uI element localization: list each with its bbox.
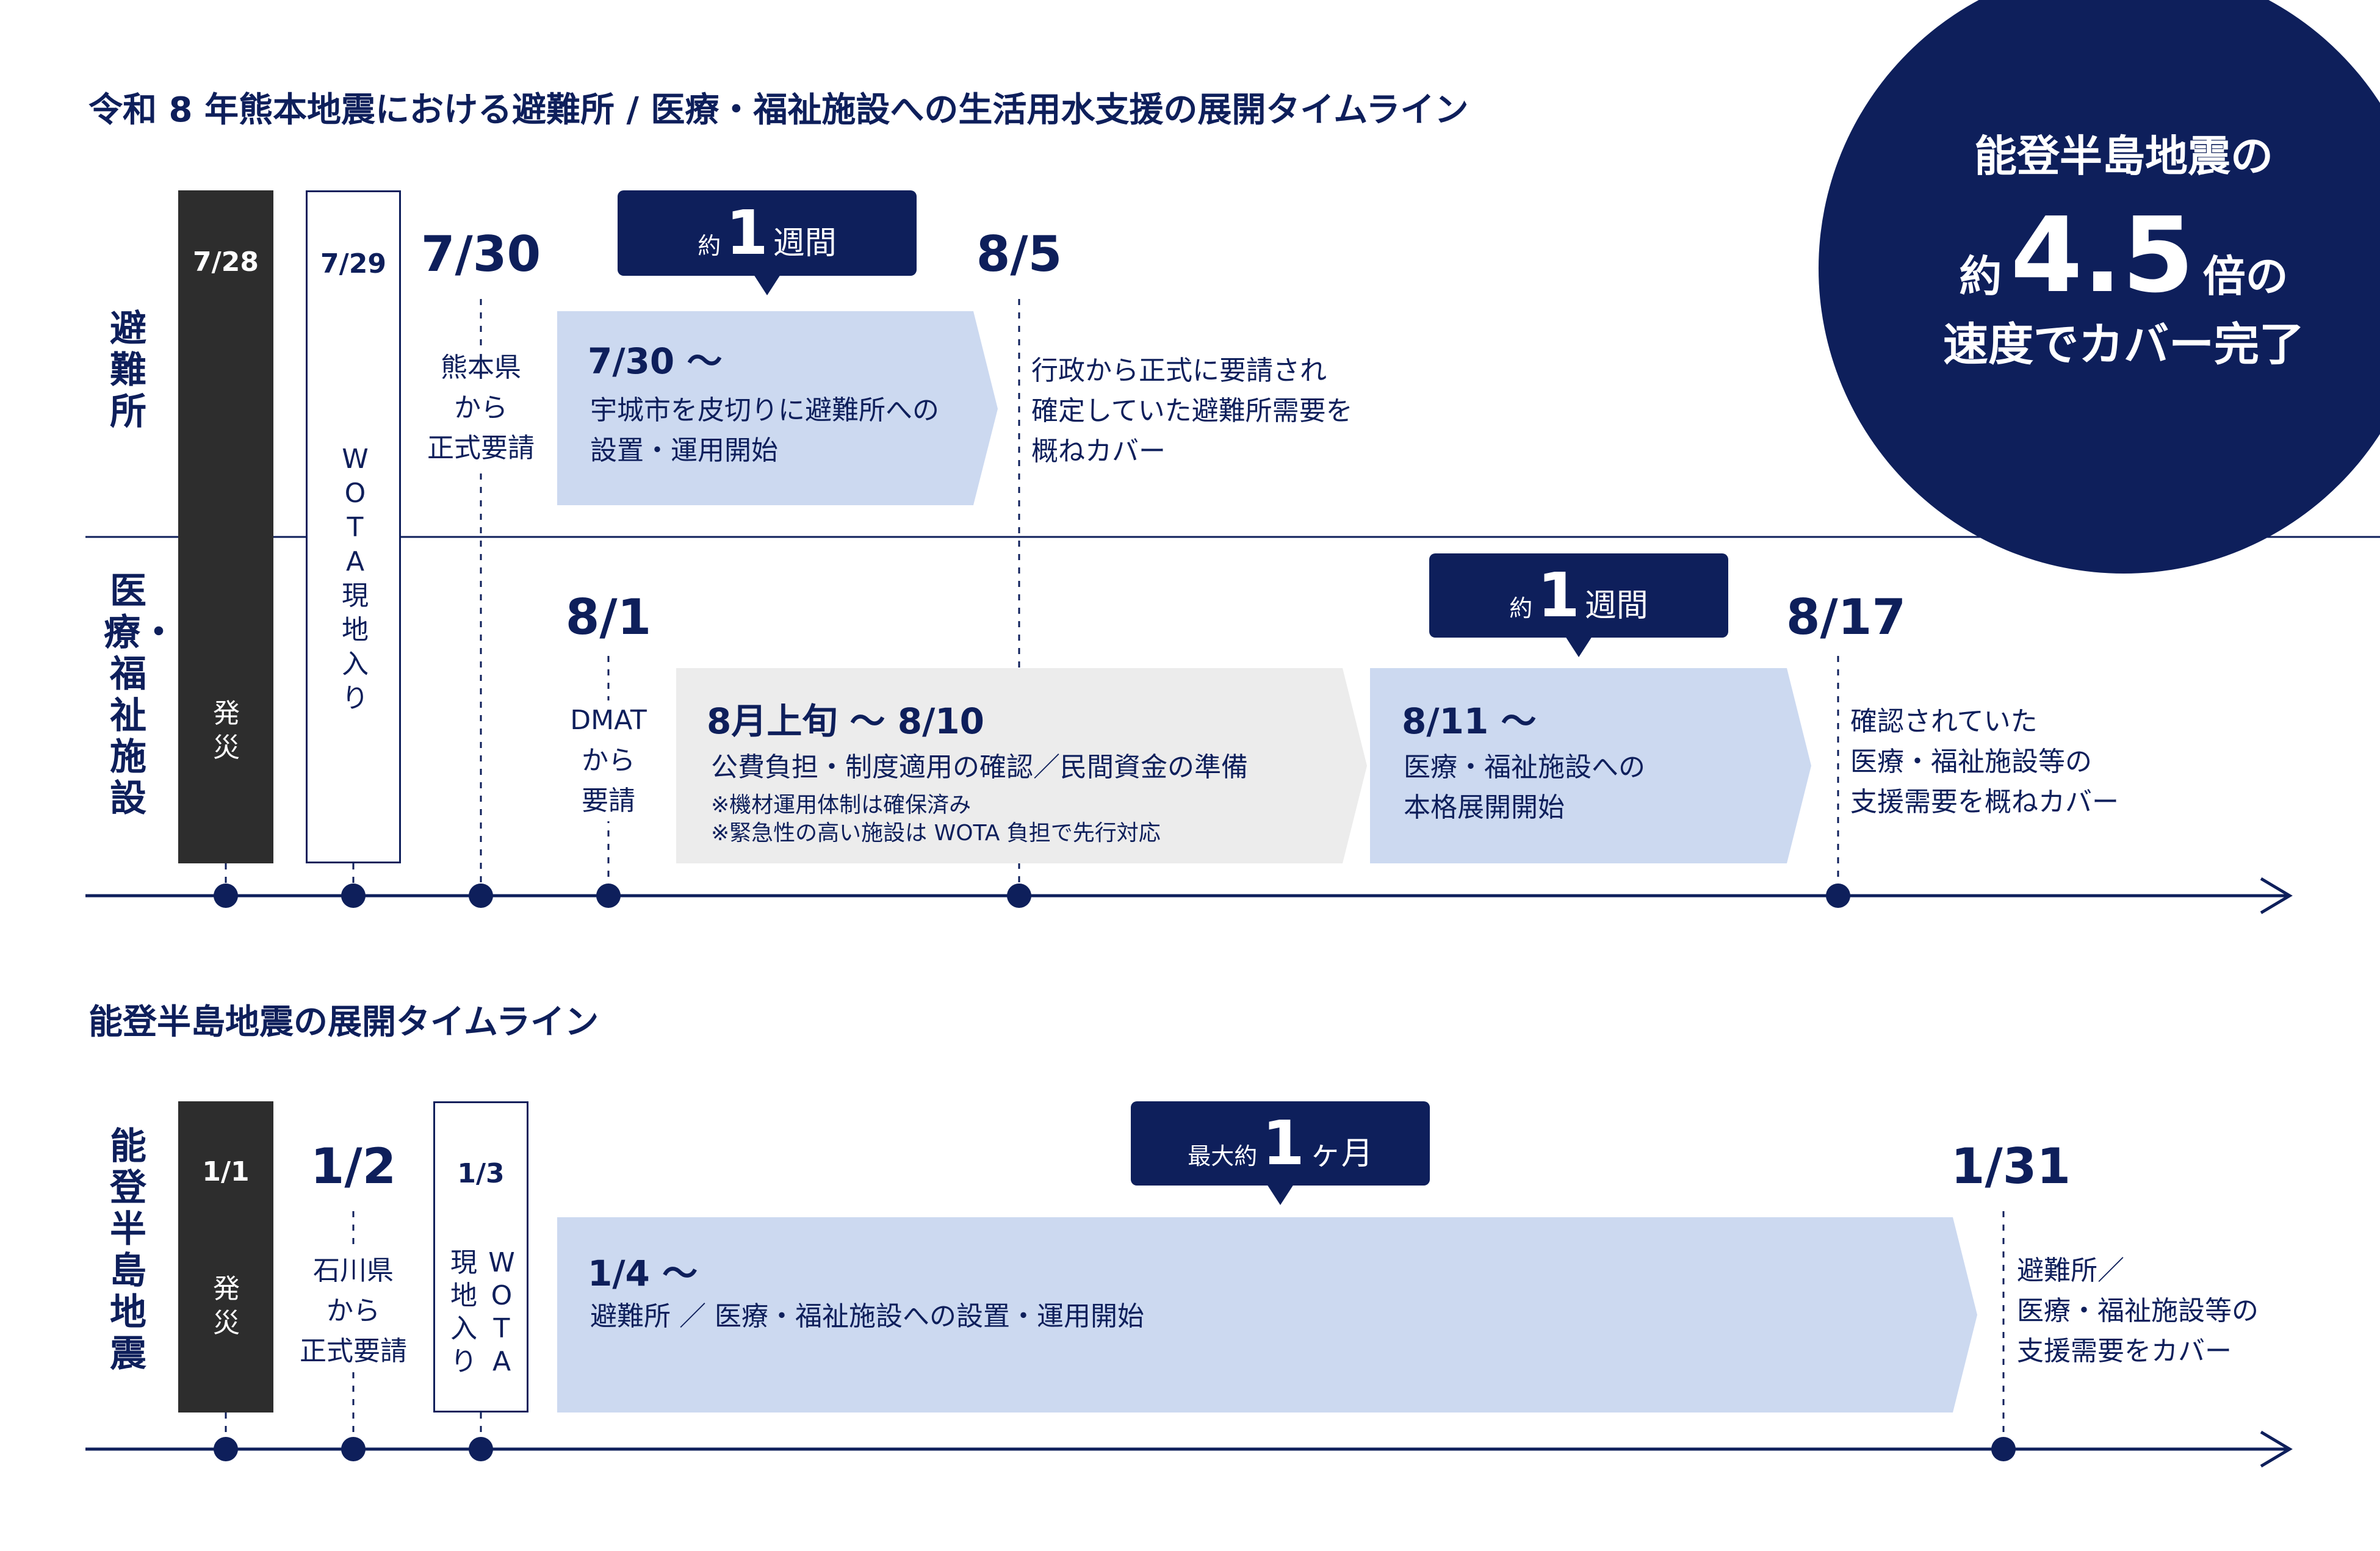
circle-num: 4.5 [2010,195,2194,316]
bar-0101-text: 発災 [213,1273,240,1339]
gray-box-title: 8月上旬 〜 8/10 [707,700,984,742]
callout-noto-num: 1 [1262,1107,1305,1179]
circle-line1: 能登半島地震の [1974,131,2273,181]
callout-noto-pre: 最大約 [1188,1143,1258,1170]
date-0817: 8/17 [1786,589,1906,646]
bar-0103-col2: 現地入り [450,1247,477,1377]
noto-title: 能登半島地震の展開タイムライン [88,1002,599,1042]
dot-0729 [341,883,366,908]
arrow-head-top [2260,877,2293,915]
bar-0101-date: 1/1 [202,1156,250,1187]
date-0805: 8/5 [976,226,1062,282]
row-label-shelter: 避難所 [110,308,146,433]
note-0102: 石川県 から 正式要請 [287,1251,419,1372]
gray-box-text: 公費負担・制度適用の確認／民間資金の準備 [711,752,1248,783]
row-label-noto: 能登半島地震 [110,1125,146,1375]
gray-box-note: ※機材運用体制は確保済み ※緊急性の高い施設は WOTA 負担で先行対応 [711,793,1161,846]
callout-noto-post: ヶ月 [1309,1135,1373,1172]
callout-medical-num: 1 [1537,560,1580,631]
medical-box-shape [1370,668,1811,863]
date-0730: 7/30 [420,226,541,282]
note-0801: DMAT から 要請 [560,700,657,821]
noto-box-text: 避難所 ／ 医療・福祉施設への設置・運用開始 [590,1301,1144,1332]
bar-0729-date: 7/29 [320,248,386,279]
date-0102: 1/2 [310,1138,397,1195]
summary-circle [1819,0,2380,574]
shelter-box-shape [557,311,998,505]
circle-pre: 約 [1959,251,2002,301]
dot-0805 [1007,883,1031,908]
dot-0103 [469,1437,493,1461]
date-0801: 8/1 [565,589,652,646]
callout-medical-post: 週間 [1584,588,1648,624]
dot-0728 [214,883,238,908]
callout-shelter-num: 1 [726,197,768,268]
bar-0728: 7/28 発災 [178,190,273,863]
bar-0729-text: WOTA 現地入り [342,444,369,714]
bar-0103-date: 1/3 [457,1158,505,1189]
callout-medical-pre: 約 [1509,595,1533,622]
callout-shelter-post: 週間 [773,225,837,262]
row-label-medical: 医療・福祉施設 [104,570,177,820]
bar-0729: 7/29 WOTA 現地入り [306,190,401,863]
kumamoto-title: 令和 8 年熊本地震における避難所 / 医療・福祉施設への生活用水支援の展開タイ… [88,90,1469,130]
noto-box-shape [557,1217,1977,1412]
circle-line3: 速度でカバー完了 [1943,318,2304,371]
dot-0101 [214,1437,238,1461]
dot-0131 [1991,1437,2016,1461]
dot-0801 [596,883,621,908]
dot-0102 [341,1437,366,1461]
shelter-box-title: 7/30 〜 [588,340,723,382]
dot-0730 [469,883,493,908]
note-0805: 行政から正式に要請され 確定していた避難所需要を 概ねカバー [1031,355,1353,467]
shelter-box-text: 宇城市を皮切りに避難所への 設置・運用開始 [590,395,939,466]
dot-0817 [1826,883,1850,908]
medical-box-text: 医療・福祉施設への 本格展開開始 [1404,752,1645,823]
noto-box-title: 1/4 〜 [588,1253,698,1294]
bar-0103: 1/3 WOTA 現地入り [433,1101,528,1412]
bar-0101: 1/1 発災 [178,1101,273,1412]
arrow-head-bottom [2260,1430,2293,1468]
medical-box-title: 8/11 〜 [1402,700,1537,742]
callout-shelter-pre: 約 [698,232,721,259]
bar-0103-col1: WOTA [488,1247,515,1377]
bar-0728-date: 7/28 [193,247,259,278]
bar-0728-text: 発災 [213,698,240,763]
note-0817: 確認されていた 医療・福祉施設等の 支援需要を概ねカバー [1850,706,2119,818]
note-0131: 避難所／ 医療・福祉施設等の 支援需要をカバー [2017,1255,2259,1367]
circle-post: 倍の [2202,251,2288,301]
date-0131: 1/31 [1950,1138,2071,1195]
gray-box-shape [676,668,1367,863]
note-0730: 熊本県 から 正式要請 [415,348,547,469]
